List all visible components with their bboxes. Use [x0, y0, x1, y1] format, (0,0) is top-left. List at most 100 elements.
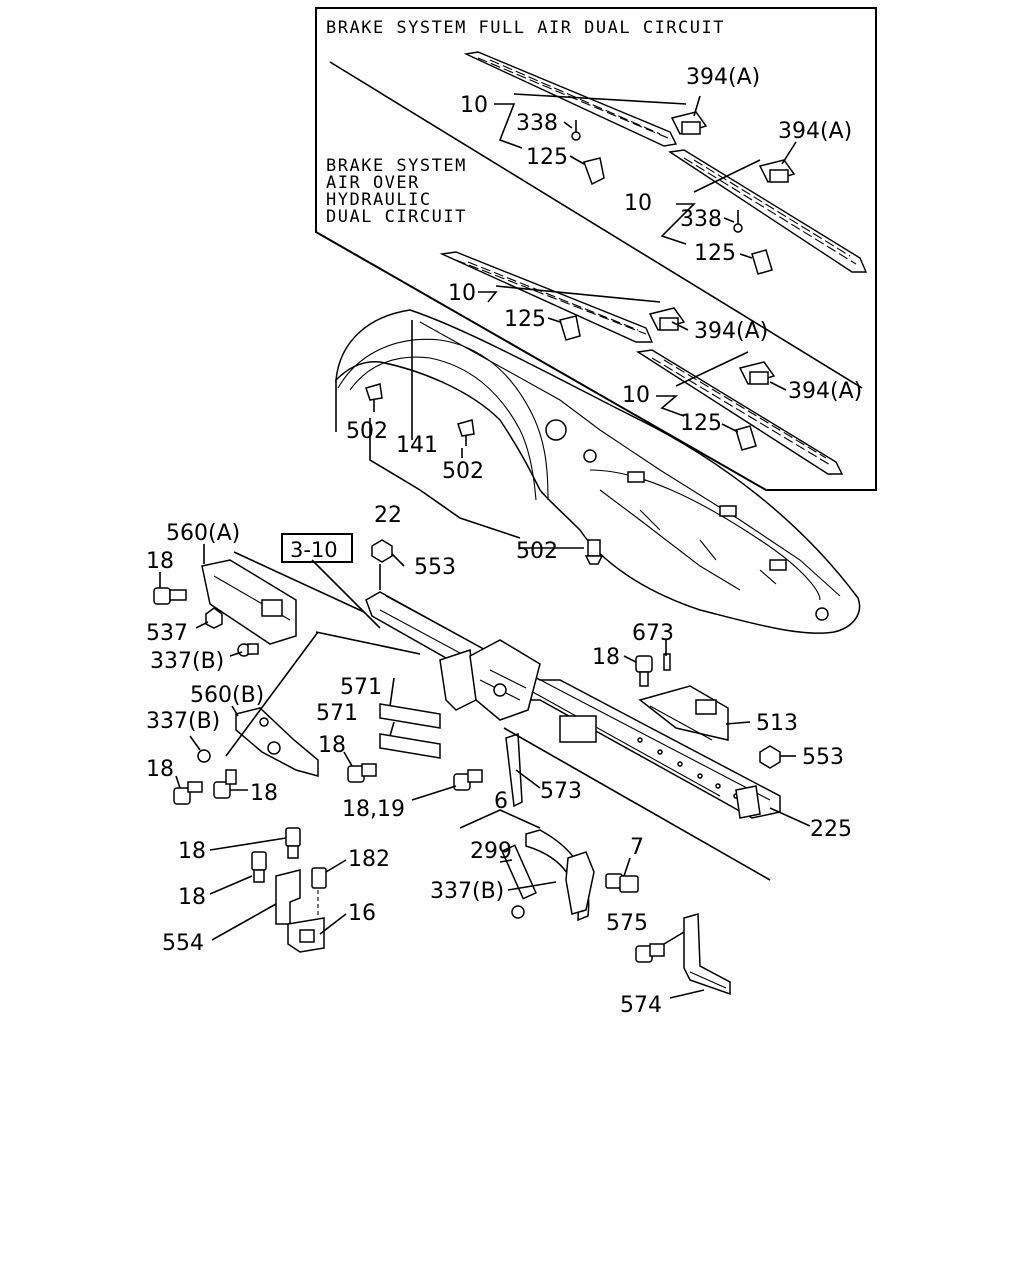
label-10: 10	[460, 93, 488, 118]
label-394a: 394(A)	[694, 319, 768, 344]
label-338: 338	[516, 111, 558, 136]
bolt-18-icon	[153, 587, 187, 605]
bolt-18-icon	[285, 827, 301, 859]
label-125: 125	[504, 307, 546, 332]
bracket-554	[275, 869, 301, 925]
caption-air-over-4: DUAL CIRCUIT	[326, 207, 467, 227]
label-225: 225	[810, 817, 852, 842]
label-16: 16	[348, 901, 376, 926]
clip-125-icon	[559, 315, 581, 341]
clip-394-icon	[758, 159, 796, 183]
label-338: 338	[680, 207, 722, 232]
nut-553-icon	[759, 745, 781, 769]
label-337b: 337(B)	[430, 879, 504, 904]
label-6: 6	[494, 789, 508, 814]
label-513: 513	[756, 711, 798, 736]
clip-502-icon	[457, 419, 475, 446]
label-141: 141	[396, 433, 438, 458]
bracket-560a-line	[233, 551, 365, 613]
label-553: 553	[414, 555, 456, 580]
clip-125-icon	[583, 157, 605, 186]
label-560a: 560(A)	[166, 521, 240, 546]
label-394a: 394(A)	[788, 379, 862, 404]
screw-338-icon	[733, 210, 743, 233]
label-560b: 560(B)	[190, 683, 264, 708]
bolt-337b-icon	[237, 643, 259, 657]
label-182: 182	[348, 847, 390, 872]
frame-to-574-line	[503, 727, 771, 881]
main-leaders	[159, 544, 811, 999]
label-125: 125	[680, 411, 722, 436]
label-10: 10	[448, 281, 476, 306]
nut-537-icon	[205, 607, 223, 629]
label-554: 554	[162, 931, 204, 956]
bracket-16	[287, 917, 325, 953]
pin-673-icon	[663, 653, 671, 671]
reference-box	[281, 533, 353, 563]
label-502: 502	[346, 419, 388, 444]
bolt-337b-icon	[197, 749, 211, 763]
clip-502-icon	[584, 539, 604, 565]
bracket-assembly	[439, 639, 541, 721]
label-10: 10	[622, 383, 650, 408]
bolt-337b-icon	[511, 905, 525, 919]
bracket-560b-line	[225, 631, 319, 757]
label-673: 673	[632, 621, 674, 646]
label-18-19: 18,19	[342, 797, 405, 822]
mat-strip-1	[463, 51, 678, 147]
clip-394-icon	[738, 361, 776, 385]
label-574: 574	[620, 993, 662, 1018]
bracket-560b-line	[315, 631, 421, 655]
label-7: 7	[630, 835, 644, 860]
label-553: 553	[802, 745, 844, 770]
bolt-1819-icon	[453, 769, 483, 791]
reference-box-label: 3-10	[290, 538, 338, 562]
inset-divider	[329, 61, 863, 389]
label-337b: 337(B)	[146, 709, 220, 734]
clip-125-icon	[751, 249, 773, 275]
bolt-18-icon	[347, 763, 377, 783]
label-10: 10	[624, 191, 652, 216]
label-571: 571	[340, 675, 382, 700]
clip-125-icon	[735, 425, 757, 451]
label-18: 18	[146, 757, 174, 782]
label-299: 299	[470, 839, 512, 864]
bolt-18-icon	[213, 769, 237, 799]
label-18: 18	[318, 733, 346, 758]
floor-cover-leaders	[335, 320, 584, 549]
floor-cover-22	[335, 309, 861, 634]
label-18: 18	[178, 885, 206, 910]
label-502: 502	[442, 459, 484, 484]
bolt-18-icon	[251, 851, 267, 883]
mat-strip-4	[636, 349, 844, 475]
label-18: 18	[250, 781, 278, 806]
nut-553-icon	[371, 539, 393, 590]
label-337b: 337(B)	[150, 649, 224, 674]
caption-full-air: BRAKE SYSTEM FULL AIR DUAL CIRCUIT	[326, 18, 725, 38]
bracket-560b	[235, 707, 319, 777]
clip-394-icon	[648, 307, 686, 331]
caption-air-over-2: AIR OVER	[326, 173, 420, 193]
bolt-18-icon	[173, 781, 203, 805]
clip-502-icon	[365, 383, 383, 412]
label-18: 18	[146, 549, 174, 574]
screw-338-icon	[571, 120, 581, 141]
inset-frame	[315, 7, 877, 491]
label-18: 18	[178, 839, 206, 864]
clip-394-icon	[670, 111, 708, 135]
caption-air-over-1: BRAKE SYSTEM	[326, 156, 467, 176]
label-575: 575	[606, 911, 648, 936]
bolt-182-icon	[311, 867, 327, 918]
label-502: 502	[516, 539, 558, 564]
label-18: 18	[592, 645, 620, 670]
label-125: 125	[694, 241, 736, 266]
label-571: 571	[316, 701, 358, 726]
label-394a: 394(A)	[686, 65, 760, 90]
caption-air-over-3: HYDRAULIC	[326, 190, 432, 210]
label-537: 537	[146, 621, 188, 646]
inset-leaders	[478, 93, 797, 433]
plate-571	[379, 703, 441, 759]
bracket-299	[501, 829, 595, 922]
bolt-575-icon	[635, 943, 665, 963]
